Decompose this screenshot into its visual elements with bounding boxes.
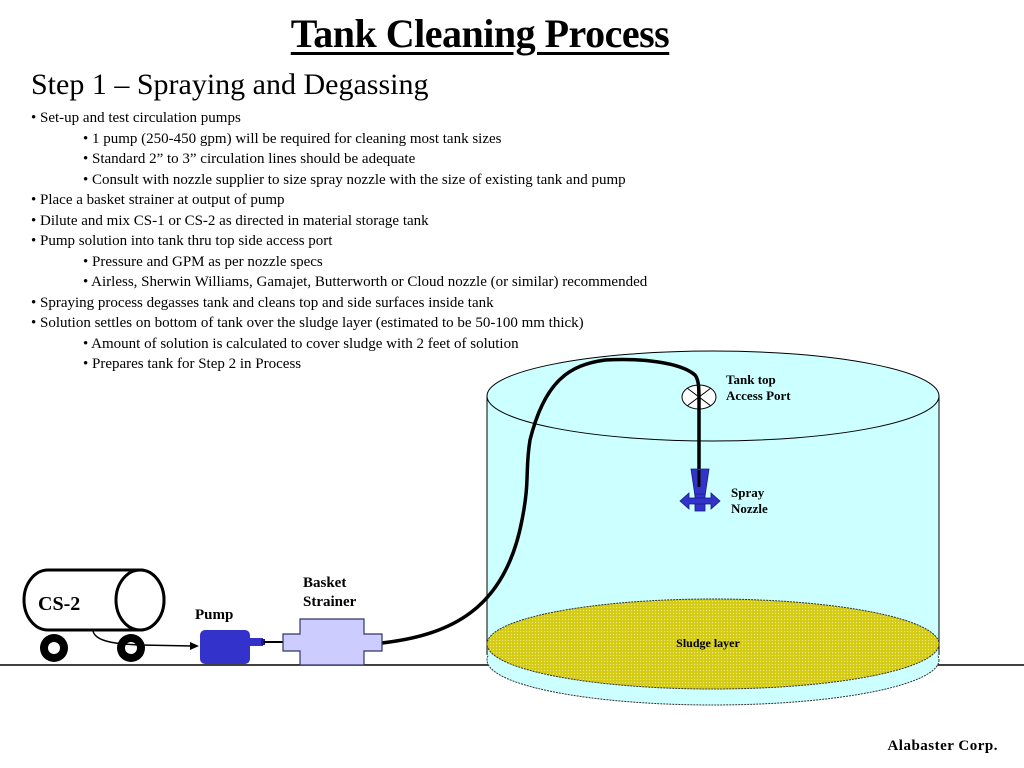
storage-tank-label: CS-2 xyxy=(38,593,81,615)
slide-title: Tank Cleaning Process xyxy=(290,11,670,56)
sludge-layer xyxy=(486,598,940,690)
bullet-item: • Dilute and mix CS-1 or CS-2 as directe… xyxy=(31,212,429,229)
sludge-layer-label: Sludge layer xyxy=(676,636,740,650)
spray-nozzle-label-line1: Spray xyxy=(731,485,765,500)
bullet-item: • Solution settles on bottom of tank ove… xyxy=(31,315,584,331)
bullet-list: • Set-up and test circulation pumps • 1 … xyxy=(31,108,647,375)
bullet-item: • Set-up and test circulation pumps xyxy=(31,110,241,126)
bullet-item: • Amount of solution is calculated to co… xyxy=(83,335,519,352)
spray-nozzle-label-line2: Nozzle xyxy=(731,501,768,516)
basket-strainer-icon xyxy=(282,618,383,666)
storage-tank-trailer xyxy=(22,568,166,662)
spray-nozzle-icon xyxy=(679,468,721,512)
arrow-head-icon xyxy=(190,642,199,650)
wheel-icon xyxy=(40,634,68,662)
main-tank xyxy=(486,350,940,706)
company-footer: Alabaster Corp. xyxy=(887,738,998,754)
bullet-item: • Standard 2” to 3” circulation lines sh… xyxy=(83,151,416,167)
step-heading: Step 1 – Spraying and Degassing xyxy=(31,68,429,101)
bullet-item: • 1 pump (250-450 gpm) will be required … xyxy=(83,130,502,147)
circulation-hose xyxy=(380,357,701,645)
strainer-label: Basket Strainer xyxy=(303,574,356,612)
strainer-label-line1: Basket xyxy=(303,575,347,591)
bullet-item: • Spraying process degasses tank and cle… xyxy=(31,294,494,311)
pump-label: Pump xyxy=(195,607,234,623)
spray-nozzle-label: Spray Nozzle xyxy=(731,485,768,517)
access-port-label-line2: Access Port xyxy=(726,388,791,403)
bullet-item: • Prepares tank for Step 2 in Process xyxy=(83,356,302,372)
feed-line xyxy=(92,630,194,647)
access-port-label-line1: Tank top xyxy=(726,372,776,387)
wheel-icon xyxy=(117,634,145,662)
bullet-item: • Place a basket strainer at output of p… xyxy=(31,192,285,208)
pump-icon xyxy=(200,630,265,664)
strainer-label-line2: Strainer xyxy=(303,594,357,610)
bullet-item: • Pump solution into tank thru top side … xyxy=(31,233,333,249)
bullet-item: • Pressure and GPM as per nozzle specs xyxy=(83,253,323,270)
access-port-label: Tank top Access Port xyxy=(726,372,791,404)
storage-tank-end xyxy=(114,568,166,632)
bullet-item: • Consult with nozzle supplier to size s… xyxy=(83,171,626,188)
bullet-item: • Airless, Sherwin Williams, Gamajet, Bu… xyxy=(83,274,648,290)
